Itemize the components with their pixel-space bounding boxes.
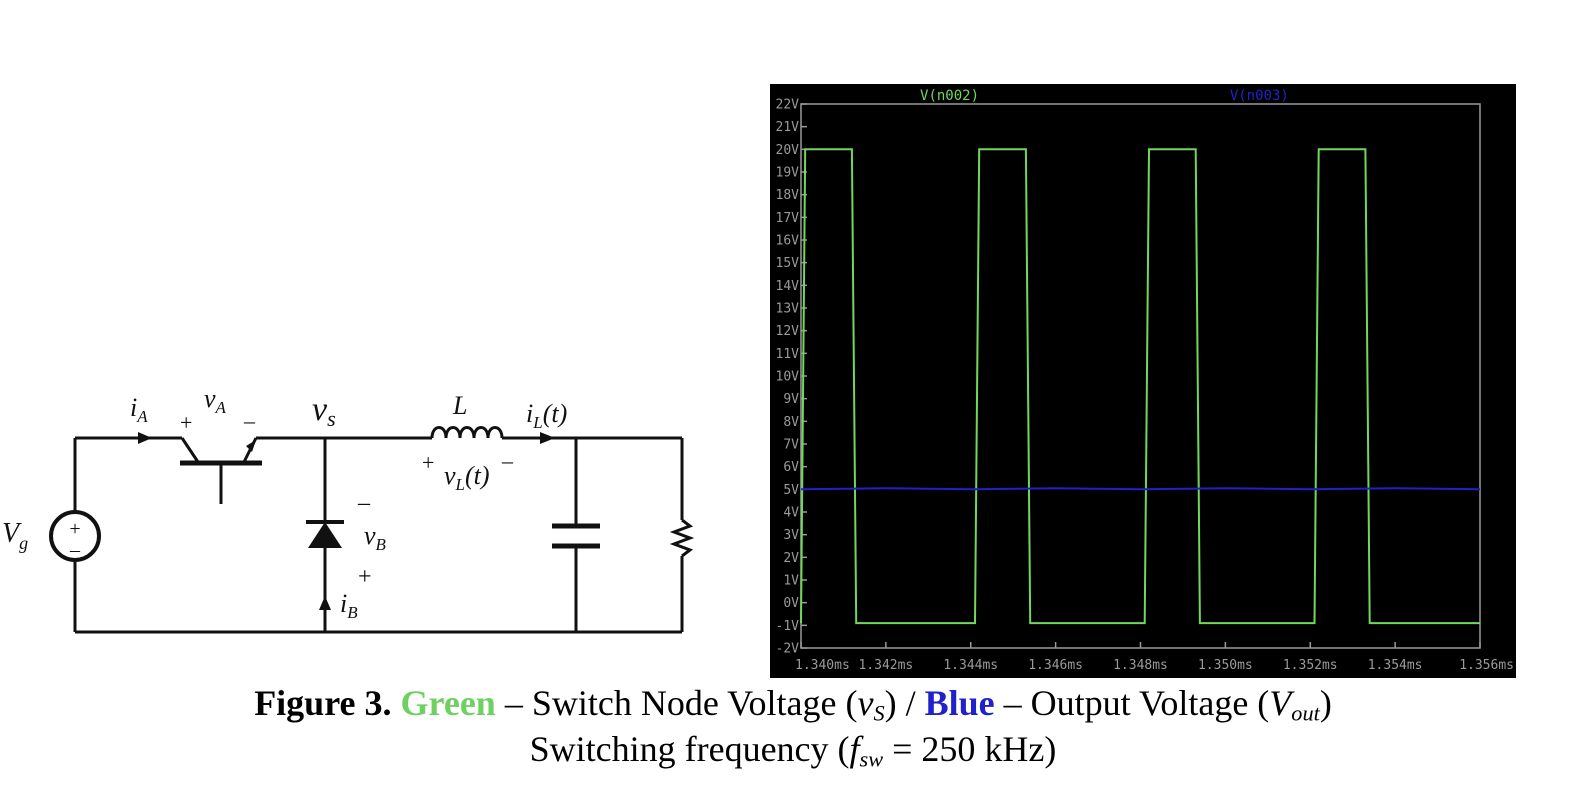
y-axis: 22V 21V 20V 19V 18V 17V 16V 15V 14V 13V 12V 11V 10V 9… (776, 98, 807, 657)
caption-text-close: ) (1319, 683, 1332, 723)
label-vl-plus: + (422, 450, 434, 475)
label-vs: vs (312, 391, 336, 431)
ib-arrow-icon (319, 596, 331, 610)
voltage-source: + – (49, 510, 101, 562)
series-line-v-n003 (800, 487, 1481, 491)
buck-converter-schematic: + – iA vA + – vs L iL(t) + – vL(t) Vg – … (2, 384, 695, 634)
label-va-minus: – (243, 408, 256, 433)
y-tick-label: 7V (783, 438, 799, 453)
y-tick-label: 9V (783, 392, 799, 407)
y-tick-label: 15V (776, 256, 800, 271)
y-tick-label: 20V (776, 143, 800, 158)
x-tick-label: 1.340ms (795, 658, 850, 673)
label-il: iL(t) (526, 399, 567, 432)
figure-caption-line-1: Figure 3. Green – Switch Node Voltage (v… (0, 682, 1586, 727)
circuit-wires (73, 436, 695, 634)
label-vl-minus: – (501, 448, 514, 473)
label-vb: vB (364, 521, 387, 554)
y-tick-label: 13V (776, 302, 800, 317)
source-minus-sign: – (69, 539, 81, 561)
source-plus-sign: + (69, 518, 80, 540)
label-vb-minus: – (357, 490, 371, 516)
diode (306, 520, 344, 548)
y-tick-label: 3V (783, 528, 799, 543)
y-tick-label: 10V (776, 370, 800, 385)
label-vg: Vg (2, 518, 28, 553)
caption-text-frequency: = 250 kHz) (883, 729, 1057, 769)
y-tick-label: -1V (776, 619, 800, 634)
label-vb-plus: + (358, 564, 372, 590)
y-tick-label: -2V (776, 642, 800, 657)
caption-text-sep: ) / (884, 683, 925, 723)
y-tick-label: 0V (783, 596, 799, 611)
x-tick-label: 1.344ms (943, 658, 998, 673)
y-tick-label: 1V (783, 574, 799, 589)
y-tick-label: 21V (776, 120, 800, 135)
figure-label: Figure 3. (254, 683, 392, 723)
series-line-v-n002 (800, 148, 1480, 625)
figure-caption-line-2: Switching frequency (fsw = 250 kHz) (0, 728, 1586, 773)
x-tick-label: 1.346ms (1028, 658, 1083, 673)
label-va: vA (204, 384, 227, 417)
caption-vs-sub: S (873, 700, 885, 726)
y-tick-label: 22V (776, 98, 800, 113)
capacitor (552, 523, 600, 549)
caption-vout-symbol: V (1269, 683, 1292, 723)
y-tick-label: 18V (776, 188, 800, 203)
label-va-plus: + (180, 410, 192, 435)
label-ib: iB (340, 589, 358, 622)
y-tick-label: 19V (776, 166, 800, 181)
x-axis: 1.340ms 1.342ms 1.344ms 1.346ms 1.348ms 1.350… (795, 642, 1514, 673)
y-tick-label: 14V (776, 279, 800, 294)
legend-entry: V(n002) (920, 88, 979, 104)
caption-text-output: – Output Voltage ( (994, 683, 1270, 723)
caption-vs-symbol: v (857, 683, 874, 723)
x-tick-label: 1.348ms (1113, 658, 1168, 673)
caption-text-switch-node: – Switch Node Voltage ( (495, 683, 858, 723)
transistor-switch (180, 440, 262, 504)
y-tick-label: 4V (783, 506, 799, 521)
ia-arrow-icon (138, 432, 152, 444)
label-inductor-L: L (452, 391, 467, 420)
caption-text-switching: Switching frequency ( (529, 729, 850, 769)
y-tick-label: 16V (776, 234, 800, 249)
y-tick-label: 17V (776, 211, 800, 226)
caption-blue-word: Blue (924, 683, 995, 723)
x-tick-label: 1.354ms (1368, 658, 1423, 673)
legend-entry: V(n003) (1230, 88, 1289, 104)
y-tick-label: 2V (783, 551, 799, 566)
chart-background (770, 84, 1516, 678)
caption-fsw-sub: sw (859, 746, 884, 772)
y-tick-label: 6V (783, 460, 799, 475)
caption-fsw-symbol: f (849, 729, 860, 769)
chart-legend: V(n002) V(n003) (920, 88, 1289, 104)
y-tick-label: 12V (776, 324, 800, 339)
x-tick-label: 1.342ms (858, 658, 913, 673)
y-tick-label: 8V (783, 415, 799, 430)
inductor (430, 426, 504, 439)
x-tick-label: 1.352ms (1283, 658, 1338, 673)
caption-green-word: Green (400, 683, 496, 723)
y-tick-label: 5V (783, 483, 799, 498)
il-arrow-icon (540, 432, 555, 444)
label-ia: iA (130, 393, 148, 426)
x-tick-label: 1.350ms (1198, 658, 1253, 673)
caption-vout-sub: out (1291, 700, 1320, 726)
chart-series (800, 148, 1481, 625)
voltage-waveform-chart: 22V 21V 20V 19V 18V 17V 16V 15V 14V 13V 12V 11V 10V 9… (770, 84, 1516, 678)
y-tick-label: 11V (776, 347, 800, 362)
x-tick-label: 1.356ms (1459, 658, 1514, 673)
label-vl: vL(t) (444, 461, 490, 494)
